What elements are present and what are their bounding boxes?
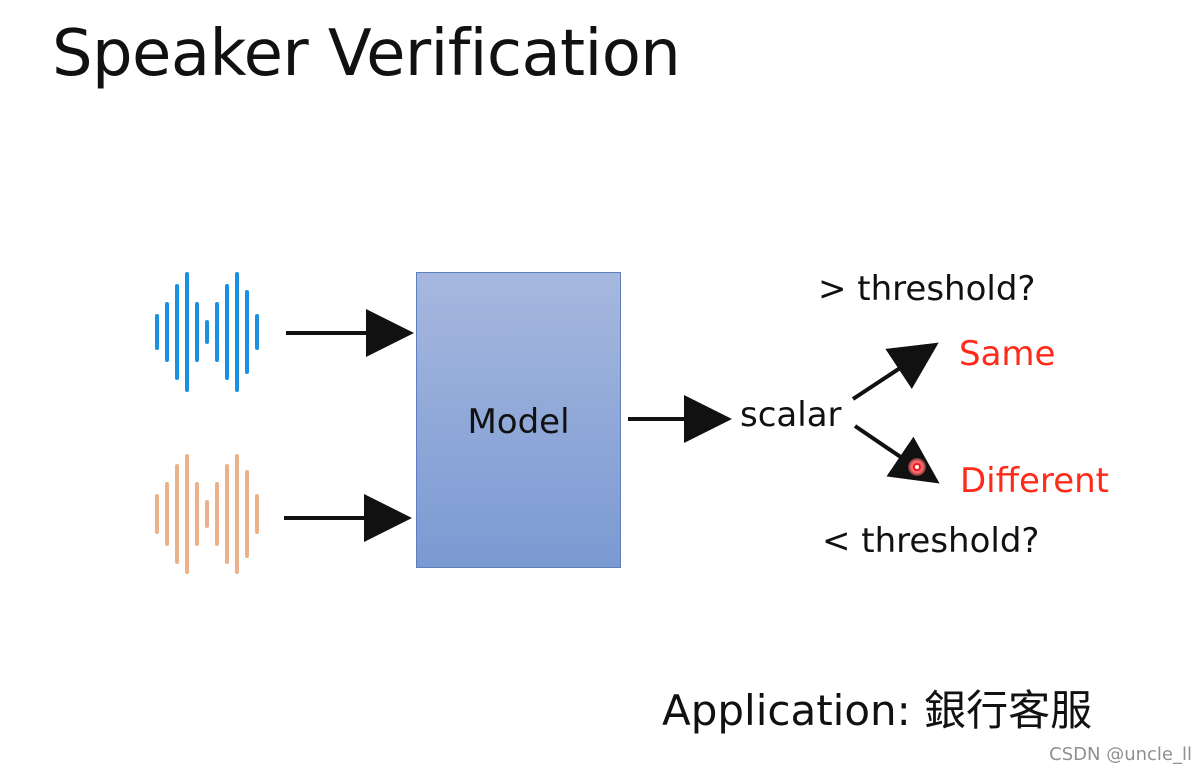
waveform-bar (245, 470, 249, 558)
waveform-bar (255, 494, 259, 534)
waveform-bar (205, 320, 209, 344)
different-label: Different (960, 461, 1109, 501)
waveform-bar (155, 314, 159, 350)
model-box (416, 272, 621, 568)
lt-threshold-label: < threshold? (822, 521, 1040, 561)
waveform-bar (195, 302, 199, 362)
waveform-bar (155, 494, 159, 534)
model-label: Model (467, 402, 570, 442)
waveform-bar (235, 454, 239, 574)
waveform-bar (185, 454, 189, 574)
waveform-bar (185, 272, 189, 392)
application-label: Application: 銀行客服 (662, 686, 1093, 735)
waveform-bar (175, 284, 179, 380)
waveform-bar (165, 302, 169, 362)
page-title: Speaker Verification (52, 17, 681, 91)
waveform-bar (165, 482, 169, 546)
waveform-bar (215, 482, 219, 546)
scalar-label: scalar (740, 395, 842, 435)
pointer-core-icon (913, 463, 921, 471)
waveform-bar (195, 482, 199, 546)
waveform-bar (215, 302, 219, 362)
waveform-bar (245, 290, 249, 374)
waveform-bar (225, 464, 229, 564)
same-arrow (851, 342, 939, 401)
waveform-bar (175, 464, 179, 564)
watermark: CSDN @uncle_ll (1049, 744, 1192, 765)
waveform-bar (225, 284, 229, 380)
waveform-bar (235, 272, 239, 392)
audio-waveform-icon (155, 454, 271, 574)
gt-threshold-label: > threshold? (818, 269, 1036, 309)
same-label: Same (959, 334, 1056, 374)
waveform-bar (205, 500, 209, 528)
audio-waveform-icon (155, 272, 271, 392)
waveform-bar (255, 314, 259, 350)
